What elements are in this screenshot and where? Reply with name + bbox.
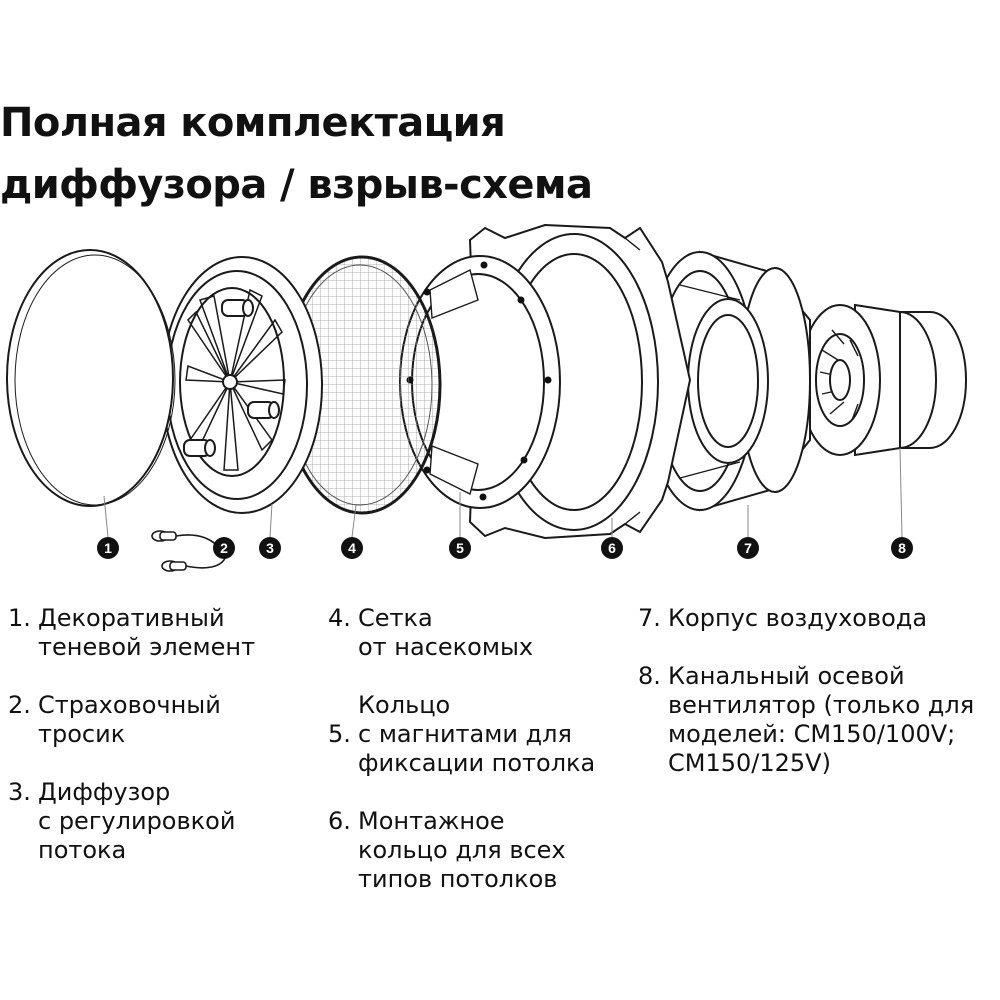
legend-text: Страховочный тросик [38,691,221,748]
legend-text: Монтажное кольцо для всех типов потолков [358,807,566,893]
legend-number: 5. [328,720,351,748]
badge-5: 5 [449,537,471,559]
badge-2-label: 2 [220,540,228,556]
page-title: Полная комплектация диффузора / взрыв-сх… [0,92,593,216]
badge-6-label: 6 [608,540,616,556]
badge-4: 4 [341,537,363,559]
legend-text: Сетка от насекомых [358,604,534,661]
legend-number: 3. [8,778,31,806]
legend-item-6: 6. Монтажное кольцо для всех типов потол… [328,807,595,894]
legend-column-3: 7. Корпус воздуховода 8. Канальный осево… [638,604,974,807]
title-line-1: Полная комплектация [0,100,506,146]
legend-text: Диффузор с регулировкой потока [38,778,236,864]
badges: 1 2 3 4 5 6 7 8 [97,537,913,559]
legend-item-2: 2. Страховочный тросик [8,691,255,749]
badge-2: 2 [213,537,235,559]
legend-text: Канальный осевой вентилятор (только для … [668,662,975,777]
legend-number: 1. [8,604,31,632]
badge-6: 6 [601,537,623,559]
legend-text: Кольцо с магнитами для фиксации потолка [358,691,596,777]
legend-item-3: 3. Диффузор с регулировкой потока [8,778,255,865]
magnet-ring [399,255,561,509]
legend-item-8: 8. Канальный осевой вентилятор (только д… [638,662,974,778]
legend-number: 4. [328,604,351,632]
badge-3: 3 [259,537,281,559]
legend-number: 8. [638,662,661,690]
legend-item-1: 1. Декоративный теневой элемент [8,604,255,662]
badge-7-label: 7 [744,540,752,556]
title-line-2: диффузора / взрыв-схема [0,162,593,208]
duct-fan [799,303,967,457]
legend-item-5: 5. Кольцо с магнитами для фиксации потол… [328,691,595,778]
flow-diffuser [161,256,323,514]
badge-8-label: 8 [898,540,906,556]
badge-8: 8 [891,537,913,559]
leader-lines [103,447,903,538]
legend-number: 6. [328,807,351,835]
badge-1: 1 [97,537,119,559]
legend-item-7: 7. Корпус воздуховода [638,604,974,633]
legend-column-1: 1. Декоративный теневой элемент 2. Страх… [8,604,255,894]
legend-text: Декоративный теневой элемент [38,604,256,661]
legend-number: 2. [8,691,31,719]
badge-5-label: 5 [456,540,464,556]
decorative-disc [6,249,176,507]
legend-column-2: 4. Сетка от насекомых 5. Кольцо с магнит… [328,604,595,923]
badge-3-label: 3 [266,540,274,556]
insect-mesh [282,255,442,515]
badge-4-label: 4 [348,540,356,556]
legend-text: Корпус воздуховода [668,604,928,632]
badge-7: 7 [737,537,759,559]
badge-1-label: 1 [104,540,112,556]
legend-number: 7. [638,604,661,632]
legend-item-4: 4. Сетка от насекомых [328,604,595,662]
